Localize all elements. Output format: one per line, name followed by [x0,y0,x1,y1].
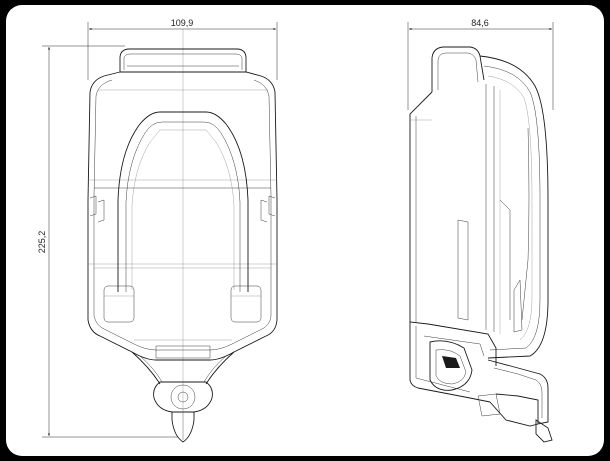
technical-drawing: 109,9 84,6 225,2 [37,18,554,443]
dimension-front-width: 109,9 [87,18,278,80]
front-funnel-left [131,351,161,385]
side-view [409,46,553,443]
side-width-label: 84,6 [471,18,489,28]
drawing-sheet: 109,9 84,6 225,2 [6,5,604,456]
front-body-outline [87,71,278,361]
front-pad-left [103,285,135,323]
side-bottom-housing [409,322,491,403]
front-pad-right [230,285,262,323]
front-top-tab [119,48,247,72]
side-spout-tip [535,419,553,443]
front-width-label: 109,9 [171,18,194,28]
side-front-face [479,55,549,359]
dimension-height: 225,2 [37,45,178,438]
side-pump-arm [487,359,549,425]
dimension-side-width: 84,6 [407,18,554,110]
side-back-plate [409,91,433,325]
height-label: 225,2 [37,231,47,254]
front-view [87,29,278,443]
front-window-arch [117,111,249,292]
front-funnel-right [205,351,235,385]
side-push-button [429,340,473,391]
front-spout [171,412,195,443]
side-top-cap [431,46,485,92]
